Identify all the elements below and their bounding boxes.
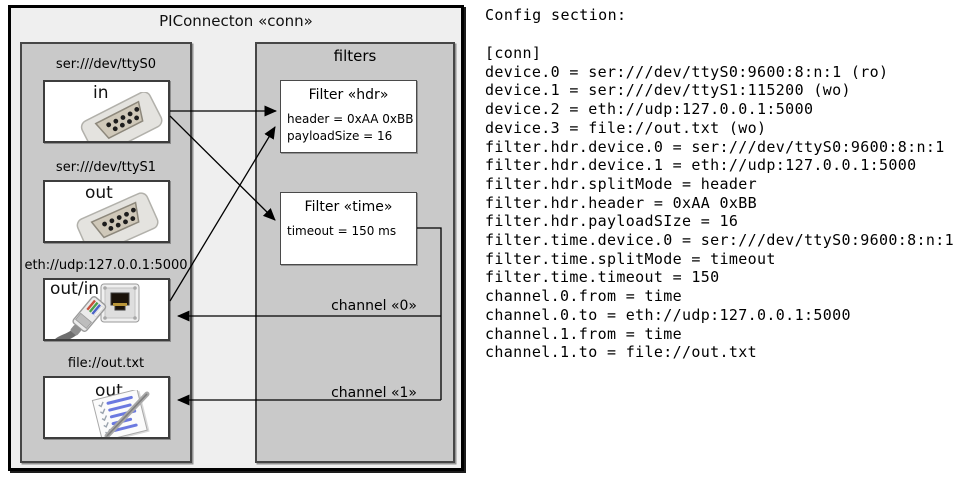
filter-box-time: Filter «time» timeout = 150 ms	[280, 192, 417, 265]
device-label-eth: eth://udp:127.0.0.1:5000	[24, 258, 188, 273]
device-label-ttys0: ser:///dev/ttyS0	[55, 57, 157, 72]
filter-title: Filter «hdr»	[308, 87, 389, 103]
config-line: filter.hdr.device.1 = eth://udp:127.0.0.…	[485, 156, 917, 175]
channel-1-label: channel «1»	[331, 385, 417, 401]
filters-panel: filters Filter «hdr» header = 0xAA 0xBB …	[255, 42, 455, 463]
devices-panel: ser:///dev/ttyS0 in ser:///	[20, 42, 192, 463]
config-line: filter.time.timeout = 150	[485, 268, 720, 287]
device-direction: in	[93, 83, 109, 103]
diagram-title: PIConnecton «conn»	[159, 12, 313, 30]
device-box-ttys1: out	[43, 180, 170, 243]
config-line: filter.hdr.splitMode = header	[485, 174, 758, 193]
config-line: device.1 = ser:///dev/ttyS1:115200 (wo)	[485, 81, 851, 100]
device-label-ttys1: ser:///dev/ttyS1	[55, 160, 157, 175]
serial-connector-icon	[76, 192, 159, 241]
device-box-ttys0: in	[43, 80, 170, 143]
config-heading: Config section:	[485, 6, 627, 24]
filter-param: header = 0xAA 0xBB	[287, 112, 414, 126]
config-lines: [conn] device.0 = ser:///dev/ttyS0:9600:…	[485, 44, 954, 362]
config-line: channel.0.from = time	[485, 287, 682, 306]
config-line: channel.1.to = file://out.txt	[485, 343, 758, 362]
device-box-file: out	[43, 376, 170, 439]
config-line: filter.time.device.0 = ser:///dev/ttyS0:…	[485, 231, 955, 250]
piconnecton-diagram: PIConnecton «conn» ser:///dev/ttyS0 in	[8, 5, 464, 471]
filter-title: Filter «time»	[304, 199, 393, 215]
config-line: device.2 = eth://udp:127.0.0.1:5000	[485, 100, 814, 119]
ethernet-cable-icon	[55, 296, 107, 339]
channel-0-label: channel «0»	[331, 298, 417, 314]
filter-param: timeout = 150 ms	[287, 224, 397, 238]
serial-connector-icon	[80, 92, 163, 141]
config-line: device.0 = ser:///dev/ttyS0:9600:8:n:1 (…	[485, 62, 889, 81]
config-line: filter.hdr.header = 0xAA 0xBB	[485, 193, 758, 212]
device-direction: out/in	[50, 279, 100, 299]
filter-param: payloadSize = 16	[287, 129, 393, 144]
notepad-pen-icon	[91, 390, 150, 437]
filters-title: filters	[333, 47, 377, 65]
config-line: filter.hdr.payloadSIze = 16	[485, 212, 739, 231]
device-direction: out	[85, 183, 113, 203]
config-line: filter.hdr.device.0 = ser:///dev/ttyS0:9…	[485, 137, 945, 156]
config-section: Config section: [conn] device.0 = ser://…	[485, 6, 960, 361]
device-label-file: file://out.txt	[67, 356, 145, 371]
config-line: channel.1.from = time	[485, 324, 682, 343]
config-line: filter.time.splitMode = timeout	[485, 249, 776, 268]
device-box-eth: out/in	[43, 278, 170, 341]
filter-box-hdr: Filter «hdr» header = 0xAA 0xBB payloadS…	[280, 80, 417, 153]
config-line: device.3 = file://out.txt (wo)	[485, 118, 767, 137]
config-line: channel.0.to = eth://udp:127.0.0.1:5000	[485, 305, 851, 324]
config-line: [conn]	[485, 44, 542, 62]
